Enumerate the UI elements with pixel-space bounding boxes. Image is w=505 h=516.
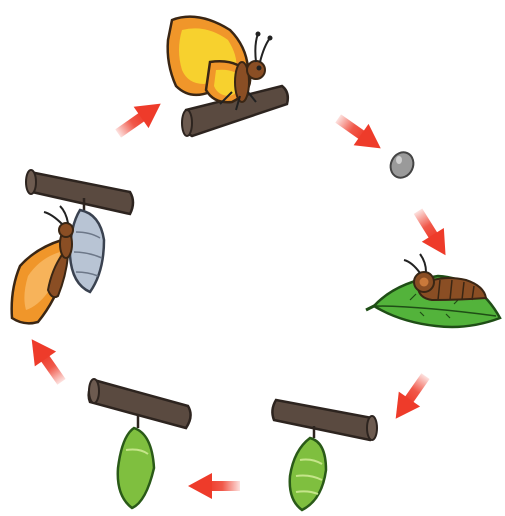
arrow-egg-to-caterpillar xyxy=(407,204,457,262)
arrow-chrysalis-to-chrysalis xyxy=(188,473,240,499)
chrysalis-icon xyxy=(290,426,326,510)
emerging-butterfly-icon xyxy=(12,206,73,323)
branch-icon xyxy=(272,400,377,440)
stage-emerging-butterfly xyxy=(12,170,133,323)
chrysalis-icon xyxy=(118,414,154,508)
egg-icon xyxy=(387,149,418,182)
stage-young-chrysalis xyxy=(89,379,191,508)
branch-icon xyxy=(26,170,133,214)
arrow-butterfly-to-egg xyxy=(331,108,389,159)
stage-caterpillar xyxy=(366,254,500,327)
pupa-shell-icon xyxy=(70,198,104,292)
stage-adult-butterfly xyxy=(168,17,288,136)
arrow-caterpillar-to-chrysalis xyxy=(385,369,436,427)
stage-egg xyxy=(387,149,418,182)
arrow-emerging-to-butterfly xyxy=(111,93,169,144)
branch-icon xyxy=(89,379,191,428)
arrow-chrysalis-to-emerging xyxy=(21,332,72,390)
stage-mature-chrysalis xyxy=(272,400,377,510)
